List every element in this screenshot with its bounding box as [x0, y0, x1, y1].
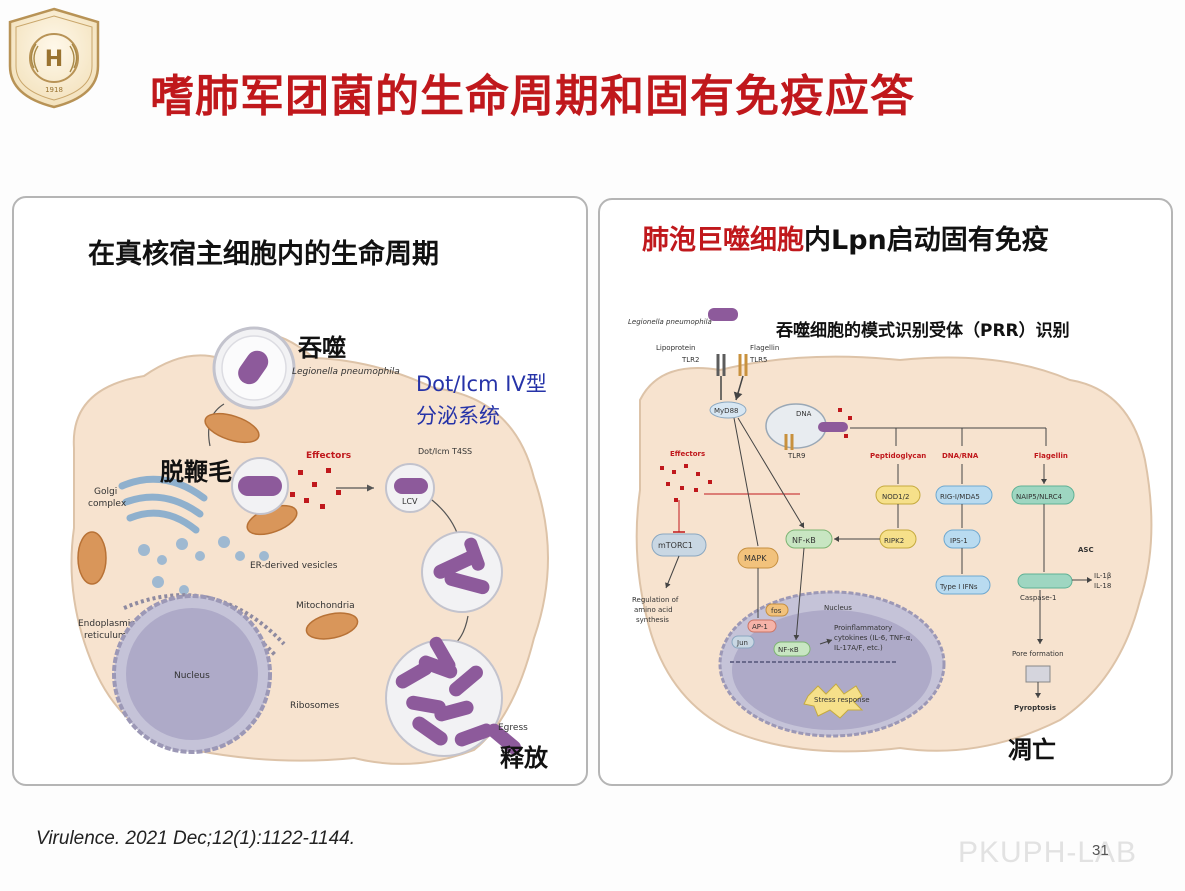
ripk2-label: RIPK2	[884, 537, 904, 545]
right-panel-title-rest: 内Lpn启动固有免疫	[804, 225, 1049, 256]
er-vesicles-label: ER-derived vesicles	[250, 561, 338, 571]
cytokines-label-3: IL-17A/F, etc.)	[834, 644, 883, 652]
innate-immunity-diagram: Legionella pneumophila Lipoprotein Flage…	[628, 308, 1153, 753]
golgi-label-1: Golgi	[94, 487, 117, 497]
regulation-label-1: Regulation of	[632, 596, 679, 604]
naip-label: NAIP5/NLRC4	[1016, 493, 1063, 501]
asc-label: ASC	[1078, 546, 1094, 554]
myd88-label: MyD88	[714, 407, 738, 415]
fos-label: fos	[771, 607, 782, 615]
dna-label: DNA	[796, 410, 812, 418]
effector-dots	[660, 464, 712, 502]
regulation-label-2: amino acid	[634, 606, 673, 614]
nfkb-nuclear-label: NF-κB	[778, 646, 799, 654]
tlr5-label: TLR5	[749, 356, 768, 364]
legionella-bacterium	[238, 350, 269, 385]
secretion-system-annotation-2: 分泌系统	[416, 404, 500, 428]
page-number: 31	[1092, 842, 1109, 859]
nod-label: NOD1/2	[882, 493, 909, 501]
citation: Virulence. 2021 Dec;12(1):1122-1144.	[36, 828, 355, 849]
lipoprotein-label: Lipoprotein	[656, 344, 695, 352]
left-panel: 在真核宿主细胞内的生命周期 Legionella pneumophila Gol…	[12, 196, 588, 786]
effectors-label: Effectors	[670, 450, 705, 458]
phagocytosis-annotation: 吞噬	[298, 334, 346, 362]
pore-label: Pore formation	[1012, 650, 1064, 658]
right-panel: 肺泡巨噬细胞内Lpn启动固有免疫 Legionella pneumophila …	[598, 198, 1173, 786]
il1b-label: IL-1β	[1094, 572, 1111, 580]
nfkb-label: NF-κB	[792, 536, 816, 545]
mapk-label: MAPK	[744, 554, 767, 563]
egress-label: Egress	[498, 723, 528, 733]
jun-label: Jun	[736, 639, 748, 647]
cell-lifecycle-diagram: Legionella pneumophila Golgi complex Mit…	[70, 326, 549, 765]
nucleus-label: Nucleus	[824, 604, 852, 612]
caspase-label: Caspase-1	[1020, 594, 1057, 602]
left-panel-title: 在真核宿主细胞内的生命周期	[88, 239, 439, 270]
stress-burst	[803, 683, 864, 719]
dna-rna-label: DNA/RNA	[942, 452, 979, 460]
type1-ifn-label: Type I IFNs	[939, 583, 978, 591]
mitochondria-label: Mitochondria	[296, 601, 355, 611]
legionella-label: Legionella pneumophila	[292, 367, 400, 377]
regulation-label-3: synthesis	[636, 616, 669, 624]
deflagellation-annotation: 脱鞭毛	[160, 458, 232, 486]
ribosomes-label: Ribosomes	[290, 701, 339, 711]
golgi-complex	[118, 475, 208, 534]
er-label-1: Endoplasmic	[78, 619, 135, 629]
legionella-label: Legionella pneumophila	[628, 318, 712, 326]
peptidoglycan-label: Peptidoglycan	[870, 452, 926, 460]
death-annotation: 凋亡	[1008, 736, 1056, 764]
nucleus-label: Nucleus	[174, 671, 210, 681]
legionella-bacterium	[708, 308, 738, 321]
dot-icm-label: Dot/Icm T4SS	[418, 447, 472, 456]
prr-annotation: 吞噬细胞的模式识别受体（PRR）识别	[776, 321, 1070, 341]
er-label-2: reticulum	[84, 631, 127, 641]
lcv-label: LCV	[402, 497, 418, 506]
logo-monogram: H	[45, 47, 63, 72]
effectors-label: Effectors	[306, 451, 351, 461]
ips1-label: IPS-1	[950, 537, 968, 545]
logo-year: 1918	[45, 86, 63, 94]
lab-watermark: PKUPH-LAB	[958, 836, 1138, 869]
cytokines-label-1: Proinflammatory	[834, 624, 892, 632]
il18-label: IL-18	[1094, 582, 1111, 590]
rigi-label: RIG-I/MDA5	[940, 493, 980, 501]
secretion-system-annotation: Dot/Icm IV型	[416, 372, 547, 396]
hospital-logo: H 1918	[8, 7, 100, 109]
flagellin-top-label: Flagellin	[750, 344, 779, 352]
right-panel-title-highlight: 肺泡巨噬细胞	[642, 225, 804, 256]
golgi-label-2: complex	[88, 499, 127, 509]
stress-response-label: Stress response	[814, 696, 870, 704]
effector-dots	[290, 468, 341, 509]
right-panel-title: 肺泡巨噬细胞内Lpn启动固有免疫	[642, 218, 1049, 257]
pyroptosis-label: Pyroptosis	[1014, 704, 1056, 712]
flagellin-label: Flagellin	[1034, 452, 1068, 460]
er-vesicles	[138, 536, 269, 595]
mtorc1-label: mTORC1	[658, 541, 693, 550]
release-annotation: 释放	[500, 744, 548, 772]
slide-title: 嗜肺军团菌的生命周期和固有免疫应答	[150, 71, 915, 122]
ap1-label: AP-1	[752, 623, 768, 631]
cytokines-label-2: cytokines (IL-6, TNF-α,	[834, 634, 913, 642]
tlr2-label: TLR2	[681, 356, 700, 364]
tlr9-label: TLR9	[787, 452, 806, 460]
